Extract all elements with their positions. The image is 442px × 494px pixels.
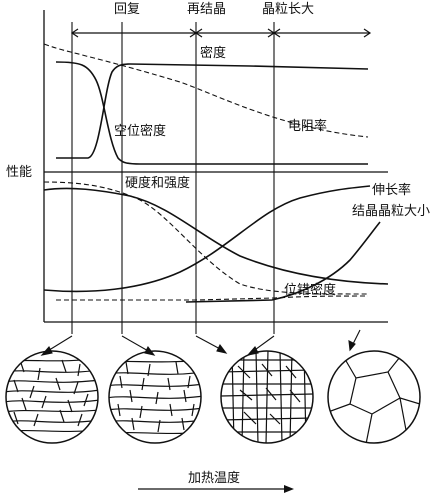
elongation-label: 伸长率: [372, 182, 411, 198]
microstructure-pointers: [40, 329, 361, 356]
elongation-curve: [43, 185, 371, 293]
stage-label-recovery: 回复: [114, 2, 140, 17]
microstructure-recrystallization: [220, 350, 314, 444]
microstructure-cold-worked: [5, 350, 99, 444]
y-axis-label: 性能: [6, 165, 32, 180]
x-axis-label: 加热温度: [188, 470, 240, 486]
grain-size-label: 结晶晶粒大小: [352, 204, 430, 219]
stage-dividers: [71, 22, 275, 334]
resistivity-curve: [43, 43, 369, 138]
stage-label-grain-growth: 晶粒长大: [262, 2, 314, 17]
heating-arrow: [138, 485, 294, 493]
hardness-dashed-curve: [43, 181, 369, 295]
hardness-strength-curve: [43, 187, 389, 285]
axes: [43, 10, 388, 323]
density-curve: [56, 63, 369, 159]
microstructure-recovery: [108, 350, 202, 444]
density-label: 密度: [200, 45, 226, 61]
hardness-strength-label: 硬度和强度: [125, 175, 190, 191]
stage-label-recrystallization: 再结晶: [187, 2, 226, 17]
dislocation-density-curve: [56, 295, 369, 301]
microstructure-grain-growth: [327, 350, 421, 444]
vacancy-density-curve: [55, 61, 368, 165]
grain-size-curve: [185, 221, 381, 303]
vacancy-density-label: 空位密度: [114, 123, 166, 139]
dislocation-density-label: 位错密度: [284, 282, 336, 298]
stage-range-arrows: [70, 28, 372, 38]
resistivity-label: 电阻率: [288, 118, 327, 134]
